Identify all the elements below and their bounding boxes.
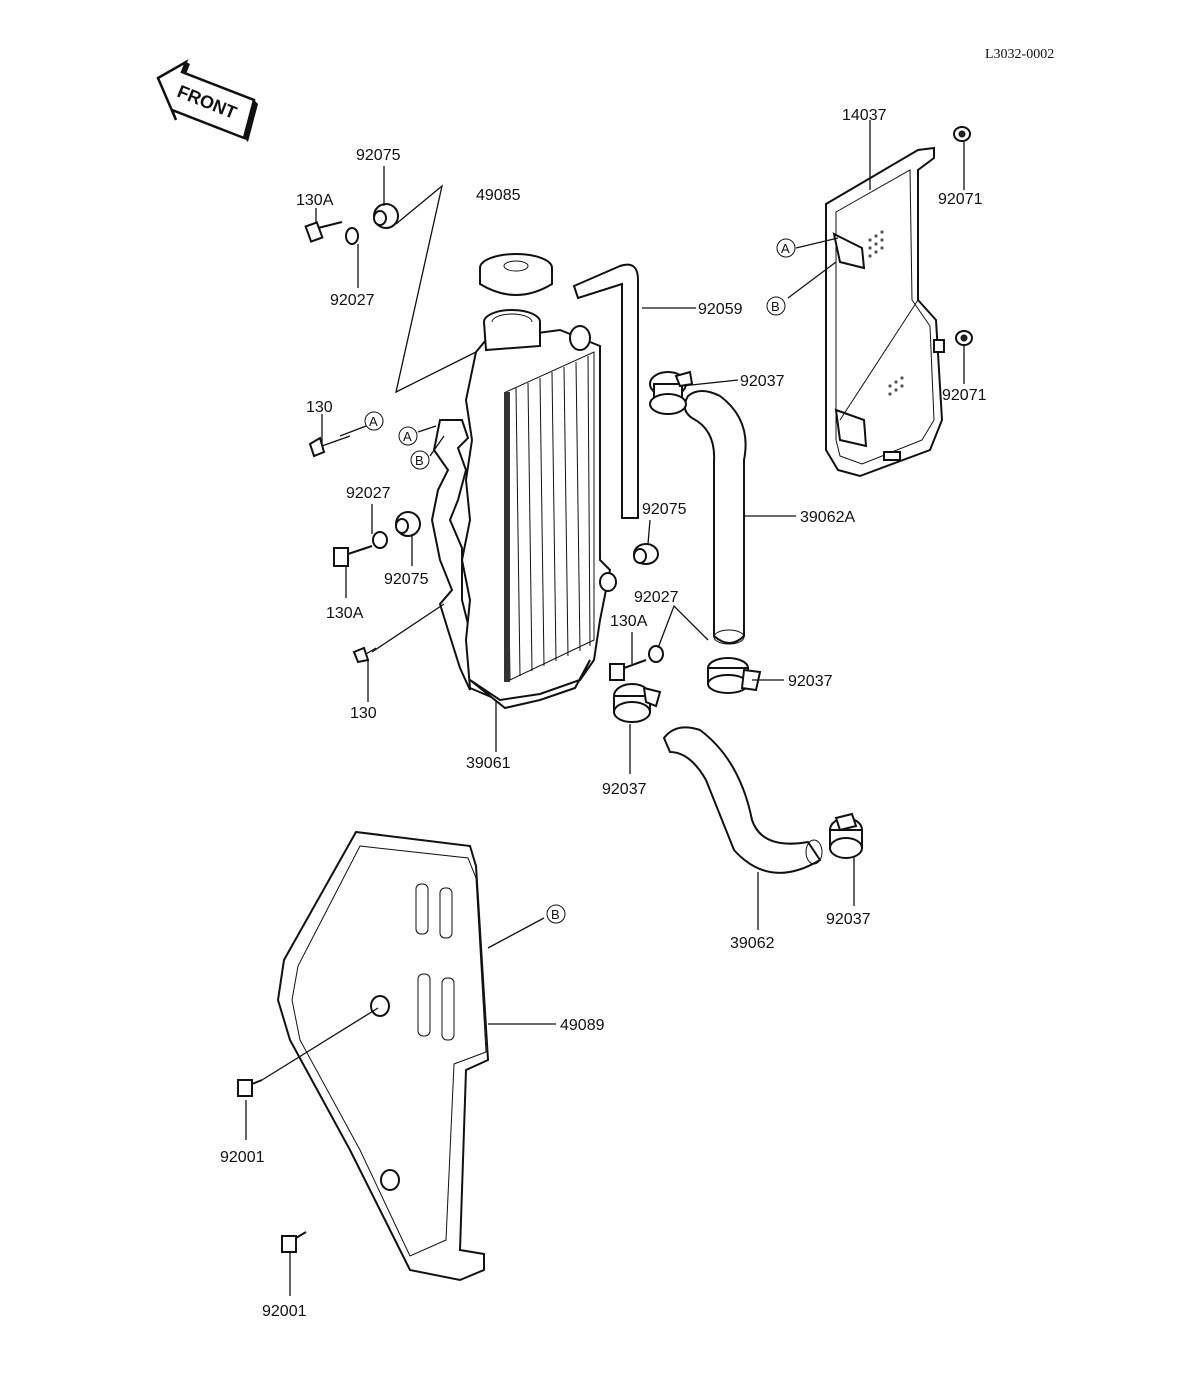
document-code: L3032-0002 — [985, 47, 1054, 62]
label-92001-upper: 92001 — [220, 1149, 265, 1166]
label-49089: 49089 — [560, 1017, 605, 1034]
svg-text:B: B — [415, 453, 424, 468]
label-49085: 49085 — [476, 187, 521, 204]
svg-text:B: B — [771, 299, 780, 314]
collar-92027-mid — [372, 531, 388, 549]
ref-a-1: A — [364, 411, 384, 431]
ref-b-2: B — [410, 450, 430, 470]
grommet-92075-right — [633, 543, 659, 565]
label-39062: 39062 — [730, 935, 775, 952]
grommet-92071-mid — [955, 330, 973, 346]
collar-92027-right — [648, 645, 664, 663]
leader-lines — [245, 120, 965, 1296]
hose-39062A — [683, 390, 747, 644]
label-92037-right: 92037 — [788, 673, 833, 690]
label-92027-right: 92027 — [634, 589, 679, 606]
label-92075-top: 92075 — [356, 147, 401, 164]
label-92037-center: 92037 — [602, 781, 647, 798]
grommet-92075-top — [373, 203, 399, 229]
label-92075-right: 92075 — [642, 501, 687, 518]
svg-text:A: A — [369, 414, 378, 429]
ref-a-2: A — [398, 426, 418, 446]
label-92001-lower: 92001 — [262, 1303, 307, 1320]
label-92071-mid: 92071 — [942, 387, 987, 404]
label-92071-top: 92071 — [938, 191, 983, 208]
label-92027-top: 92027 — [330, 292, 375, 309]
hose-clamp-92037-lower — [829, 812, 863, 859]
label-92037-upper: 92037 — [740, 373, 785, 390]
label-130-upper: 130 — [306, 399, 333, 416]
label-92075-mid: 92075 — [384, 571, 429, 588]
radiator-cap-49085 — [479, 253, 553, 296]
grommet-92071-top — [953, 126, 971, 142]
label-92059: 92059 — [698, 301, 743, 318]
bolt-130A-right — [609, 659, 647, 681]
ref-b-1: B — [546, 904, 566, 924]
label-14037: 14037 — [842, 107, 887, 124]
radiator-39061 — [430, 309, 617, 710]
bolt-92001-upper — [237, 1079, 263, 1097]
svg-text:A: A — [781, 241, 790, 256]
hose-39062 — [662, 726, 822, 874]
svg-text:A: A — [403, 429, 412, 444]
front-arrow-icon: FRONT — [156, 59, 258, 142]
label-39062A: 39062A — [800, 509, 855, 526]
screw-130-lower — [352, 646, 377, 664]
label-39061: 39061 — [466, 755, 511, 772]
hose-clamp-92037-center — [613, 683, 662, 723]
label-130A-mid: 130A — [326, 605, 364, 622]
label-130A-right: 130A — [610, 613, 648, 630]
bolt-130A-mid — [333, 545, 373, 567]
bolt-92001-lower — [281, 1231, 307, 1253]
svg-text:B: B — [551, 907, 560, 922]
ref-b-3: B — [766, 296, 786, 316]
side-cover-49089 — [276, 830, 490, 1282]
hose-clamp-92037-right — [707, 657, 762, 694]
radiator-shroud-14037 — [825, 146, 945, 478]
part-labels: 92075 130A 92027 49085 92059 14037 92071… — [220, 107, 987, 1320]
ref-a-3: A — [776, 238, 796, 258]
bolt-130A-top — [304, 221, 343, 243]
label-130-lower: 130 — [350, 705, 377, 722]
hose-clamp-92037-upper — [649, 370, 694, 415]
label-92037-lower: 92037 — [826, 911, 871, 928]
label-92027-mid: 92027 — [346, 485, 391, 502]
collar-92027-top — [345, 227, 359, 245]
screw-130-upper — [308, 435, 351, 458]
grommet-92075-mid — [395, 511, 421, 537]
label-130A-top: 130A — [296, 192, 334, 209]
overflow-hose-92059 — [572, 263, 639, 519]
